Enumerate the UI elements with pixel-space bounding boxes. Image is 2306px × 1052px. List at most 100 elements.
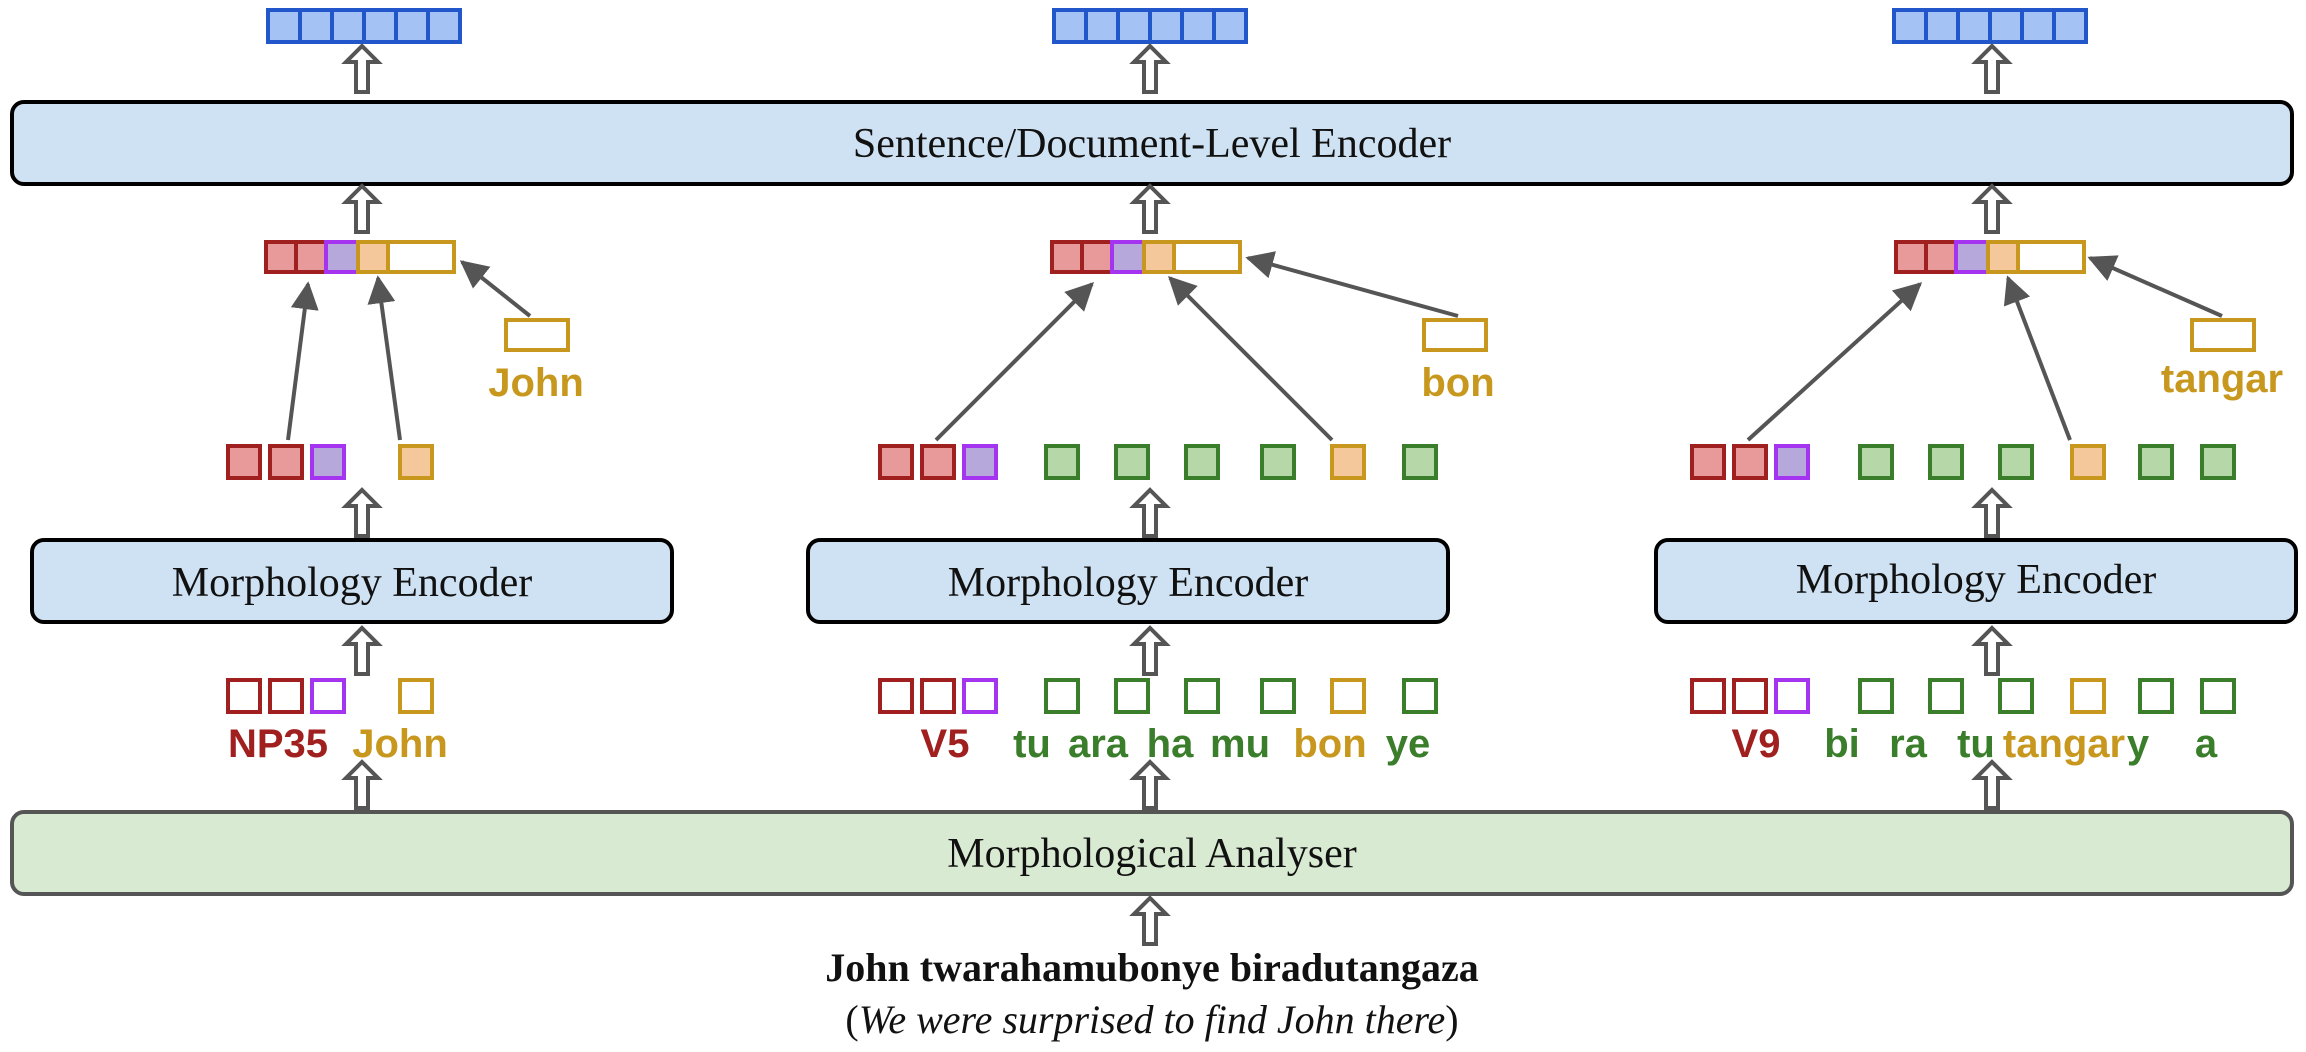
morpheme-input-square <box>1732 678 1768 714</box>
morpheme-input-square <box>310 678 346 714</box>
output-embedding-cell <box>1180 8 1216 44</box>
morpheme-input-square <box>2070 678 2106 714</box>
morpheme-label: bon <box>1293 722 1366 766</box>
selection-arrow <box>459 260 532 318</box>
morpheme-embedding-square <box>1260 444 1296 480</box>
input-sentence: John twarahamubonye biradutangaza <box>825 945 1478 990</box>
morpheme-input-square <box>1998 678 2034 714</box>
morpheme-input-square <box>398 678 434 714</box>
translation-text: We were surprised to find John there <box>859 997 1446 1042</box>
up-arrow-icon <box>1971 625 2013 676</box>
stem-embedding-box <box>504 318 570 352</box>
morpheme-embedding-square <box>2138 444 2174 480</box>
morphology-encoder-label: Morphology Encoder <box>948 560 1308 606</box>
morphological-analyser-box <box>10 810 2294 896</box>
stem-label-2: bon <box>1421 361 1494 405</box>
combined-embedding-cell <box>324 240 360 274</box>
output-embedding-cell <box>1052 8 1088 44</box>
morpheme-input-square <box>920 678 956 714</box>
stem-slot-cell <box>1172 240 1242 274</box>
up-arrow-icon <box>1129 625 1171 676</box>
output-embedding-cell <box>426 8 462 44</box>
morpheme-embedding-square <box>398 444 434 480</box>
morpheme-embedding-square <box>878 444 914 480</box>
morpheme-embedding-square <box>226 444 262 480</box>
pos-tag: V5 <box>921 722 970 766</box>
encoded-morpheme-embeddings <box>226 444 2236 480</box>
up-arrow-icon <box>341 625 383 676</box>
output-embedding-cell <box>1988 8 2024 44</box>
morphology-encoder-label: Morphology Encoder <box>1796 557 2156 603</box>
morpheme-embedding-square <box>1858 444 1894 480</box>
morpheme-embedding-square <box>1184 444 1220 480</box>
up-arrow-icon <box>1971 43 2013 94</box>
up-arrow-icon <box>1129 183 1171 234</box>
translation: (We were surprised to find John there) <box>845 997 1458 1042</box>
stem-embeddings <box>504 318 2256 352</box>
stem-slot-cell <box>386 240 456 274</box>
morpheme-label: ara <box>1068 722 1129 766</box>
morpheme-embedding-square <box>1402 444 1438 480</box>
morpheme-embedding-square <box>1928 444 1964 480</box>
combined-embedding-cell <box>1142 240 1176 274</box>
up-arrow-icon <box>341 487 383 538</box>
morpheme-input-square <box>2200 678 2236 714</box>
token-labels-2: V5 tu ara ha mu bon ye <box>921 722 1431 766</box>
morpheme-embedding-square <box>2070 444 2106 480</box>
combined-embedding-cell <box>1080 240 1114 274</box>
morphology-encoder-1: Morphology Encoder <box>30 538 674 624</box>
selection-arrow <box>286 281 319 441</box>
up-arrow-icon <box>1971 183 2013 234</box>
morpheme-embedding-square <box>962 444 998 480</box>
output-embedding-cell <box>1148 8 1184 44</box>
morpheme-embedding-square <box>1114 444 1150 480</box>
output-embeddings <box>266 8 2088 44</box>
combined-embedding-cell <box>1110 240 1146 274</box>
morpheme-label: a <box>2195 722 2218 766</box>
output-embedding-cell <box>1116 8 1152 44</box>
morpheme-label: ha <box>1147 722 1194 766</box>
morpheme-embedding-square <box>268 444 304 480</box>
selection-arrow <box>2087 255 2223 318</box>
morpheme-input-square <box>268 678 304 714</box>
morpheme-input-square <box>1260 678 1296 714</box>
morpheme-embedding-square <box>1774 444 1810 480</box>
morpheme-input-square <box>1330 678 1366 714</box>
combined-embedding-cell <box>356 240 390 274</box>
output-embedding-cell <box>362 8 398 44</box>
combined-embedding-cell <box>1924 240 1958 274</box>
up-arrow-icon <box>1971 487 2013 538</box>
morpheme-label: mu <box>1210 722 1270 766</box>
output-embedding-cell <box>394 8 430 44</box>
selection-arrow <box>1168 276 1334 442</box>
stem-slot-cell <box>2016 240 2086 274</box>
combined-word-embeddings <box>264 240 2086 274</box>
output-embedding-cell <box>298 8 334 44</box>
sentence-encoder-label: Sentence/Document-Level Encoder <box>853 121 1451 167</box>
up-arrow-icon <box>1129 43 1171 94</box>
selection-arrow <box>2003 275 2072 441</box>
morpheme-label: John <box>352 722 448 766</box>
selection-arrow <box>367 275 402 441</box>
morpheme-embedding-square <box>310 444 346 480</box>
morpheme-input-square <box>962 678 998 714</box>
morpheme-label: ra <box>1889 722 1928 766</box>
combined-embedding-cell <box>1986 240 2020 274</box>
morpheme-embedding-square <box>1690 444 1726 480</box>
output-embedding-cell <box>1956 8 1992 44</box>
morpheme-embedding-square <box>2200 444 2236 480</box>
sentence-encoder-box <box>10 100 2294 186</box>
output-embedding-cell <box>2052 8 2088 44</box>
up-arrow-icon <box>341 183 383 234</box>
morphological-analyser-label: Morphological Analyser <box>947 831 1356 877</box>
morpheme-embedding-square <box>1732 444 1768 480</box>
paren-open: ( <box>845 997 858 1042</box>
flow-arrows <box>341 43 2013 946</box>
combined-embedding-cell <box>1954 240 1990 274</box>
selection-arrow <box>1245 251 1459 318</box>
output-embedding-cell <box>1212 8 1248 44</box>
morpheme-input-square <box>1774 678 1810 714</box>
morpheme-embedding-square <box>1044 444 1080 480</box>
combined-embedding-cell <box>1894 240 1928 274</box>
